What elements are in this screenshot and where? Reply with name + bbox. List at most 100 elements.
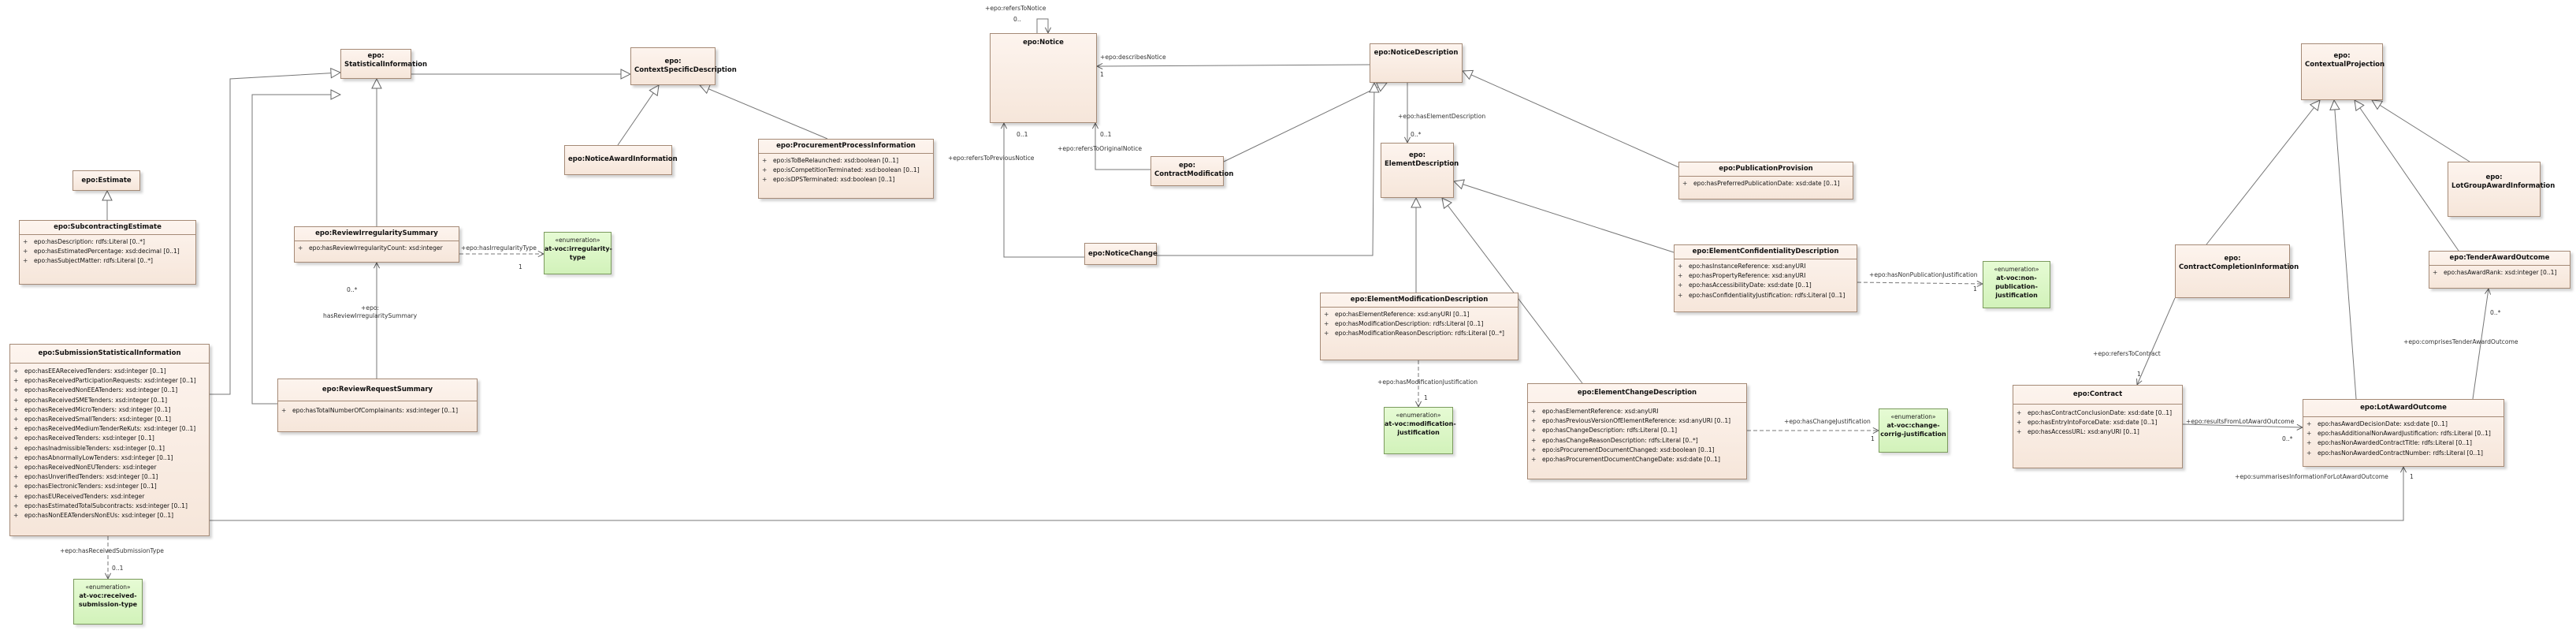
gen-notice-change-to-notice-description: [1157, 83, 1374, 256]
enum-stereotype: «enumeration»: [1396, 412, 1441, 419]
enum-received-submission-type[interactable]: «enumeration» at-voc:received- submissio…: [73, 579, 143, 625]
class-contextual-projection[interactable]: epo: ContextualProjection: [2301, 43, 2385, 100]
class-attribute: epo:hasReceivedMediumTenderReKuts: xsd:i…: [13, 424, 206, 434]
class-procurement-process-information[interactable]: epo:ProcurementProcessInformation epo:is…: [758, 139, 934, 199]
class-name: epo:Estimate: [81, 177, 132, 185]
class-estimate[interactable]: epo:Estimate: [72, 170, 140, 191]
class-attribute: epo:hasEUReceivedTenders: xsd:integer: [13, 492, 206, 502]
class-notice-description[interactable]: epo:NoticeDescription: [1370, 43, 1463, 83]
gen-lot-group-to-contextual-projection: [2372, 100, 2470, 162]
class-element-modification-description[interactable]: epo:ElementModificationDescription epo:h…: [1320, 293, 1518, 360]
class-attribute: epo:hasEstimatedPercentage: xsd:decimal …: [23, 247, 192, 256]
gen-procurement-process-to-context-specific: [700, 85, 828, 140]
class-notice[interactable]: epo:Notice: [990, 33, 1097, 123]
class-review-irregularity-summary[interactable]: epo:ReviewIrregularitySummary epo:hasRev…: [294, 226, 459, 263]
class-attribute: epo:hasChangeReasonDescription: rdfs:Lit…: [1531, 436, 1743, 446]
class-name: epo: StatisticalInformation: [344, 52, 428, 69]
class-attribute: epo:hasElementReference: xsd:anyURI [0..…: [1324, 310, 1515, 319]
class-subcontracting-estimate[interactable]: epo:SubcontractingEstimate epo:hasDescri…: [19, 220, 196, 285]
class-name: epo:TenderAwardOutcome: [2429, 252, 2570, 266]
gen-tender-award-to-contextual-projection: [2355, 100, 2459, 252]
class-name: epo:NoticeAwardInformation: [568, 155, 678, 163]
class-element-confidentiality-description[interactable]: epo:ElementConfidentialityDescription ep…: [1674, 244, 1857, 312]
enum-irregularity-type[interactable]: «enumeration» at-voc:irregularity- type: [544, 232, 612, 274]
label-has-non-publication-justification-mult: 1: [1973, 285, 1977, 293]
enum-stereotype: «enumeration»: [1994, 266, 2039, 273]
enum-stereotype: «enumeration»: [1890, 413, 1936, 420]
class-name: epo: ContextualProjection: [2305, 52, 2385, 69]
attribute-list: epo:hasTotalNumberOfComplainants: xsd:in…: [278, 401, 477, 418]
attribute-list: epo:hasAwardDecisionDate: xsd:date [0..1…: [2303, 417, 2504, 461]
class-element-description[interactable]: epo: ElementDescription: [1381, 143, 1459, 198]
class-attribute: epo:hasAccessibilityDate: xsd:date [0..1…: [1678, 281, 1853, 290]
class-attribute: epo:isCompetitionTerminated: xsd:boolean…: [762, 166, 930, 175]
gen-element-change-to-element-description: [1442, 198, 1583, 384]
gen-contract-modification-to-notice-description: [1223, 83, 1387, 162]
label-describes-notice-mult: 1: [1100, 71, 1104, 78]
class-attribute: epo:hasReviewIrregularityCount: xsd:inte…: [298, 244, 455, 253]
class-attribute: epo:hasAwardDecisionDate: xsd:date [0..1…: [2307, 420, 2500, 429]
class-contract-modification[interactable]: epo: ContractModification: [1150, 156, 1234, 186]
label-results-from-lot-award-outcome: +epo:resultsFromLotAwardOutcome: [2186, 418, 2295, 425]
label-refers-to-original-notice-mult: 0..1: [1100, 131, 1112, 138]
class-name: epo:ReviewIrregularitySummary: [295, 227, 459, 241]
class-statistical-information[interactable]: epo: StatisticalInformation: [340, 49, 428, 79]
assoc-comprises-tender-award: [2472, 289, 2489, 400]
class-lot-group-award-information[interactable]: epo: LotGroupAwardInformation: [2448, 162, 2556, 217]
class-contract[interactable]: epo:Contract epo:hasContractConclusionDa…: [2013, 385, 2183, 468]
class-attribute: epo:hasReceivedMicroTenders: xsd:integer…: [13, 405, 206, 415]
class-name: epo:ElementConfidentialityDescription: [1675, 245, 1857, 259]
class-name: epo:SubcontractingEstimate: [20, 221, 195, 235]
label-refers-to-contract-mult: 1: [2137, 371, 2141, 378]
assoc-refers-to-previous-notice: [1004, 123, 1084, 258]
class-notice-award-information[interactable]: epo:NoticeAwardInformation: [564, 145, 678, 175]
class-attribute: epo:isToBeRelaunched: xsd:boolean [0..1]: [762, 156, 930, 166]
class-attribute: epo:hasModificationReasonDescription: rd…: [1324, 329, 1515, 338]
class-attribute: epo:hasPropertyReference: xsd:anyURI: [1678, 271, 1853, 281]
class-notice-change[interactable]: epo:NoticeChange: [1084, 243, 1158, 265]
class-element-change-description[interactable]: epo:ElementChangeDescription epo:hasElem…: [1527, 383, 1747, 479]
enum-name: at-voc:modification- justification: [1385, 420, 1456, 436]
label-has-review-irregularity-summary: +epo: hasReviewIrregularitySummary: [323, 304, 418, 319]
class-submission-statistical-information[interactable]: epo:SubmissionStatisticalInformation epo…: [9, 344, 210, 536]
class-attribute: epo:hasPreviousVersionOfElementReference…: [1531, 416, 1743, 426]
attribute-list: epo:hasDescription: rdfs:Literal [0..*]e…: [20, 235, 195, 269]
attribute-list: epo:hasElementReference: xsd:anyURI [0..…: [1321, 308, 1518, 341]
class-attribute: epo:hasElementReference: xsd:anyURI: [1531, 407, 1743, 416]
class-contract-completion-information[interactable]: epo: ContractCompletionInformation: [2175, 244, 2299, 298]
class-tender-award-outcome[interactable]: epo:TenderAwardOutcome epo:hasAwardRank:…: [2429, 251, 2570, 289]
class-attribute: epo:hasDescription: rdfs:Literal [0..*]: [23, 237, 192, 247]
label-comprises-tender-award-outcome: +epo:comprisesTenderAwardOutcome: [2403, 338, 2518, 345]
assoc-refers-to-contract: [2137, 297, 2176, 385]
gen-lot-award-to-contextual-projection: [2334, 100, 2357, 400]
class-name: epo:ReviewRequestSummary: [278, 379, 477, 401]
dep-non-publication: [1857, 282, 1983, 284]
attribute-list: epo:hasAwardRank: xsd:integer [0..1]: [2429, 266, 2570, 280]
class-name: epo: LotGroupAwardInformation: [2451, 173, 2556, 190]
class-attribute: epo:hasReceivedNonEUTenders: xsd:integer: [13, 463, 206, 472]
gen-element-conf-to-element-description: [1454, 181, 1675, 253]
class-attribute: epo:hasReceivedNonEEATenders: xsd:intege…: [13, 386, 206, 395]
label-refers-to-previous-notice: +epo:refersToPreviousNotice: [948, 155, 1035, 162]
class-attribute: epo:hasReceivedTenders: xsd:integer [0..…: [13, 434, 206, 443]
enum-non-publication-justification[interactable]: «enumeration» at-voc:non- publication- j…: [1983, 261, 2050, 308]
label-has-received-submission-type-mult: 0..1: [112, 565, 124, 572]
class-attribute: epo:hasNonEEATendersNonEUs: xsd:integer …: [13, 511, 206, 520]
gen-contract-completion-to-contextual-projection: [2206, 100, 2320, 245]
enum-name: at-voc:irregularity- type: [545, 245, 612, 261]
class-attribute: epo:hasAccessURL: xsd:anyURI [0..1]: [2017, 427, 2179, 437]
class-attribute: epo:hasTotalNumberOfComplainants: xsd:in…: [281, 406, 474, 416]
class-name: epo:ElementChangeDescription: [1528, 384, 1746, 403]
class-publication-provision[interactable]: epo:PublicationProvision epo:hasPreferre…: [1678, 162, 1853, 200]
class-lot-award-outcome[interactable]: epo:LotAwardOutcome epo:hasAwardDecision…: [2303, 399, 2504, 467]
label-refers-to-contract: +epo:refersToContract: [2093, 350, 2161, 357]
class-context-specific-description[interactable]: epo: ContextSpecificDescription: [630, 47, 737, 85]
enum-modification-justification[interactable]: «enumeration» at-voc:modification- justi…: [1384, 407, 1456, 454]
class-review-request-summary[interactable]: epo:ReviewRequestSummary epo:hasTotalNum…: [277, 379, 478, 432]
class-attribute: epo:hasAdditionalNonAwardJustification: …: [2307, 429, 2500, 438]
attribute-list: epo:hasContractConclusionDate: xsd:date …: [2013, 405, 2182, 440]
class-name: epo: ContractModification: [1154, 162, 1234, 178]
class-name: epo:LotAwardOutcome: [2303, 400, 2504, 417]
enum-change-corrig-justification[interactable]: «enumeration» at-voc:change- corrig-just…: [1879, 408, 1948, 453]
